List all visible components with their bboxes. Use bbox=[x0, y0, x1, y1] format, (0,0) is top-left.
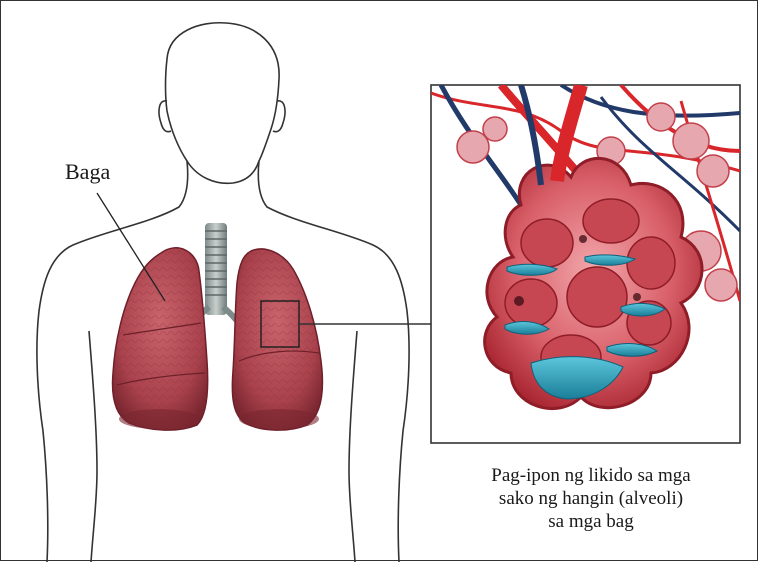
caption-line-2: sako ng hangin (alveoli) bbox=[431, 487, 751, 510]
lung-right bbox=[232, 249, 322, 430]
caption-line-3: sa mga bag bbox=[431, 510, 751, 533]
lung-pointer bbox=[97, 193, 165, 301]
inset-caption: Pag-ipon ng likido sa mga sako ng hangin… bbox=[431, 464, 751, 533]
lung-left bbox=[113, 248, 208, 430]
lung-label: Baga bbox=[65, 159, 110, 185]
caption-line-1: Pag-ipon ng likido sa mga bbox=[431, 464, 751, 487]
